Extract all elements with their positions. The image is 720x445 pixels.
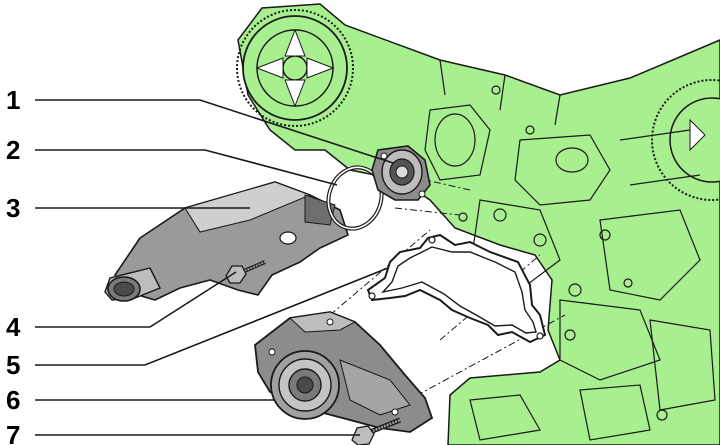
water-pump [254, 311, 434, 433]
callout-6: 6 [6, 385, 20, 415]
callout-numbers: 1 2 3 4 5 6 7 [6, 85, 21, 445]
callout-5: 5 [6, 350, 20, 380]
engine-block [236, 3, 720, 445]
thermostat-housing [371, 145, 431, 201]
water-pump-gasket [366, 233, 547, 344]
o-ring-seal [326, 165, 384, 231]
block-details [424, 59, 716, 441]
leader-line-1 [35, 99, 394, 164]
callout-1: 1 [6, 85, 20, 115]
leader-line-2 [35, 149, 338, 186]
leader-line-5 [35, 267, 389, 366]
timing-pulley-top [236, 9, 354, 127]
callout-7: 7 [6, 420, 20, 445]
leader-line-4 [35, 271, 237, 328]
callout-4: 4 [6, 312, 21, 342]
callout-2: 2 [6, 135, 20, 165]
coolant-pipe-elbow [104, 181, 349, 302]
leader-lines [35, 99, 394, 436]
timing-pulley-right [651, 79, 720, 201]
callout-3: 3 [6, 193, 20, 223]
pump-bolt [351, 417, 401, 445]
bolt [225, 260, 266, 284]
